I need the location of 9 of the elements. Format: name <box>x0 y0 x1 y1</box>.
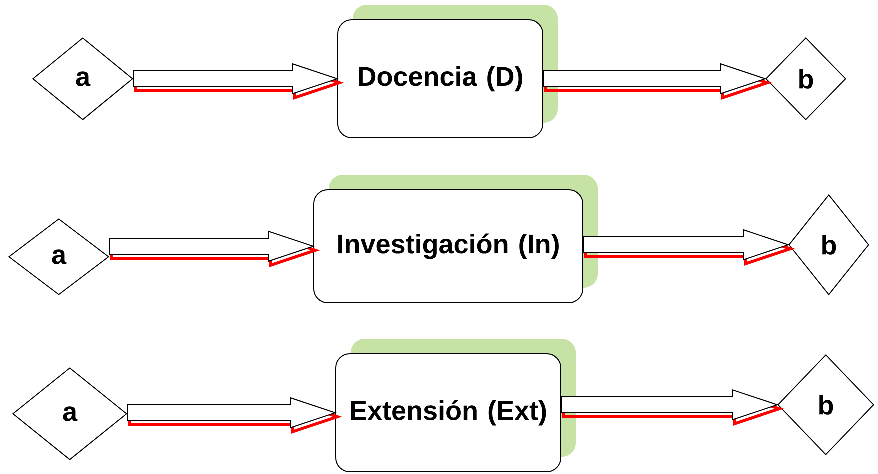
process-box: Extensión (Ext) <box>336 339 576 472</box>
process-box: Investigación (In) <box>314 175 598 304</box>
block-arrow <box>127 397 342 434</box>
block-arrow <box>561 389 784 426</box>
block-arrow <box>583 229 796 266</box>
block-arrow <box>133 63 344 100</box>
process-box: Docencia (D) <box>338 5 558 138</box>
block-arrow <box>543 63 772 100</box>
block-arrow <box>109 230 320 268</box>
